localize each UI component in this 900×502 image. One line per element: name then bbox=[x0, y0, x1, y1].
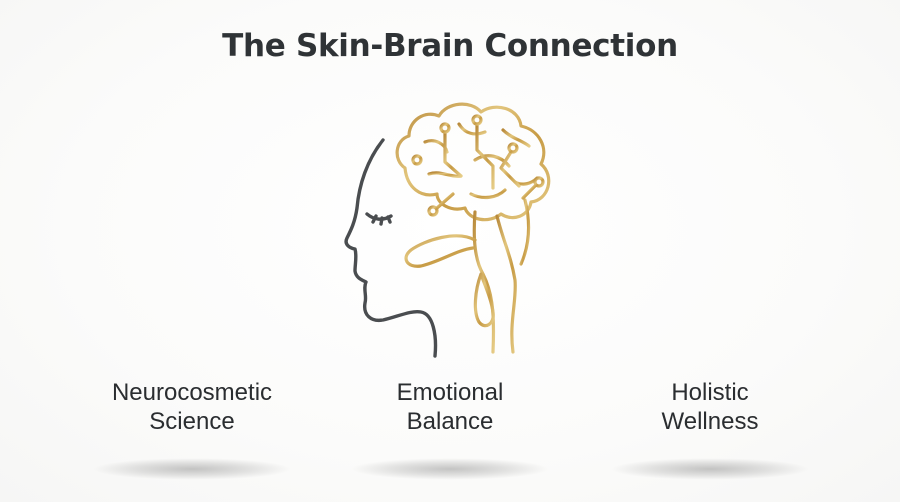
feature-shadow bbox=[350, 458, 550, 480]
feature-label-line2: Science bbox=[149, 408, 235, 435]
feature-label-line2: Wellness bbox=[661, 408, 759, 435]
feature-label-line1: Neurocosmetic bbox=[111, 379, 273, 406]
feature-label-line1: Emotional bbox=[396, 379, 504, 406]
brain-circuit bbox=[395, 102, 551, 354]
page-title: The Skin-Brain Connection bbox=[222, 28, 678, 64]
feature-holistic-wellness: Holistic Wellness bbox=[590, 378, 830, 480]
feature-label: Emotional Balance bbox=[330, 378, 570, 436]
feature-label: Neurocosmetic Science bbox=[72, 378, 312, 436]
feature-label: Holistic Wellness bbox=[590, 378, 830, 436]
face-profile-outline bbox=[344, 138, 438, 358]
feature-shadow bbox=[92, 458, 292, 480]
feature-label-line2: Balance bbox=[406, 408, 494, 435]
feature-neurocosmetic-science: Neurocosmetic Science bbox=[72, 378, 312, 480]
feature-label-line1: Holistic bbox=[671, 379, 749, 406]
feature-shadow bbox=[610, 458, 810, 480]
feature-emotional-balance: Emotional Balance bbox=[330, 378, 570, 480]
head-brain-circuit-icon bbox=[325, 90, 575, 360]
